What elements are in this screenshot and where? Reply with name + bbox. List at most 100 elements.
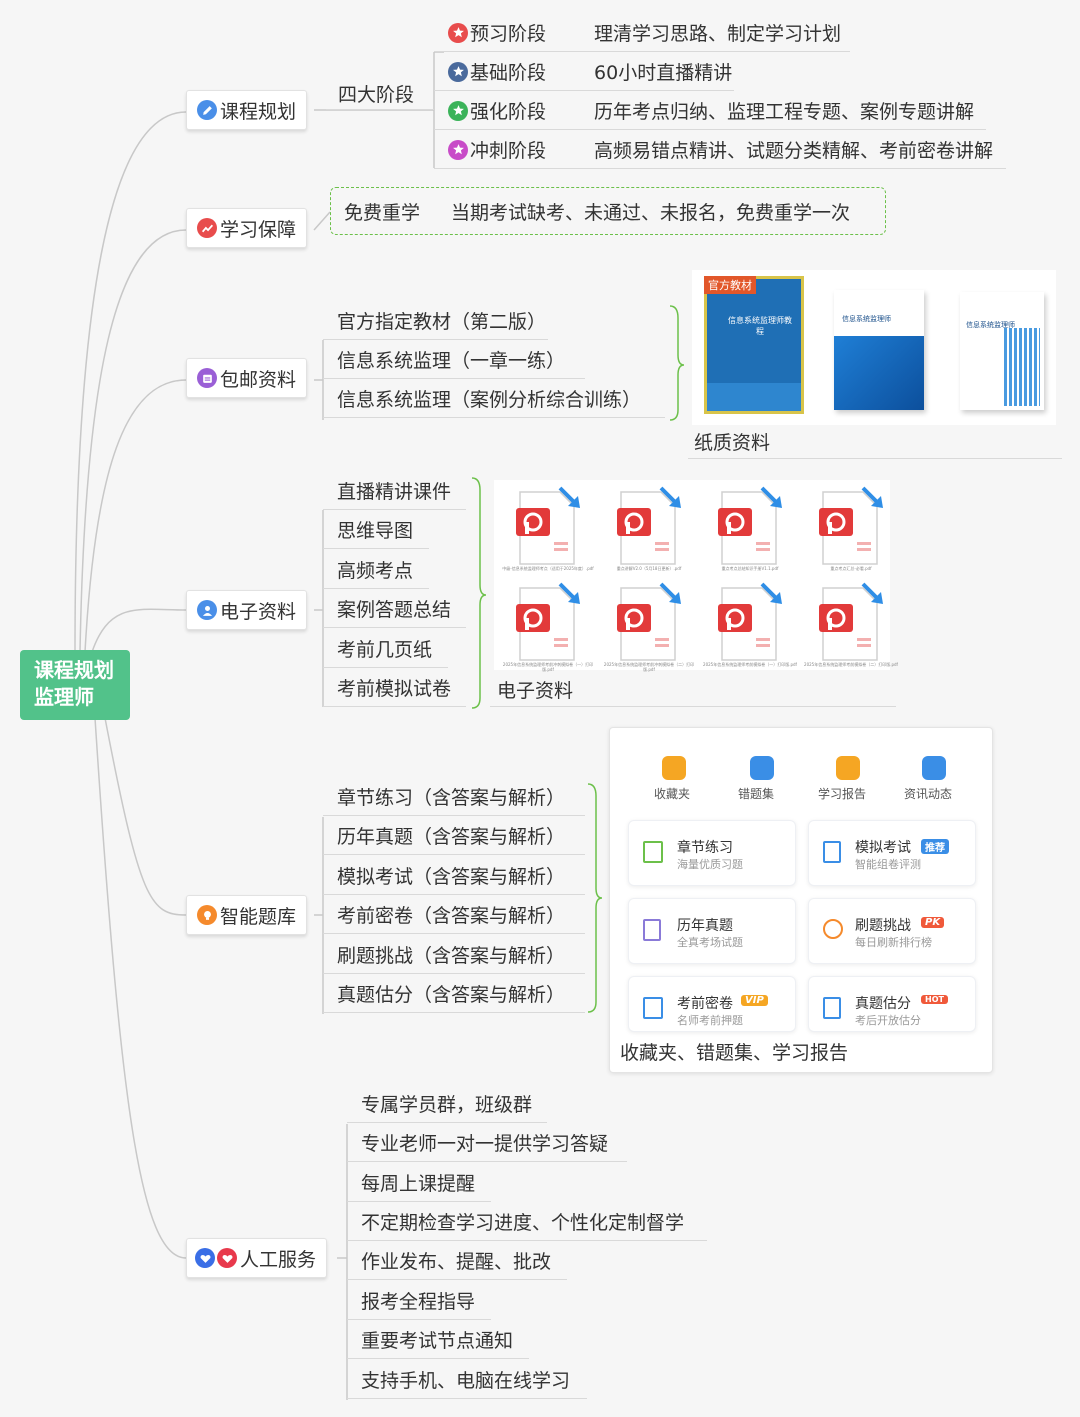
mail-item[interactable]: 官方指定教材（第二版） xyxy=(323,302,548,340)
pdf-file-icon xyxy=(512,486,582,571)
service-item[interactable]: 每周上课提醒 xyxy=(347,1164,491,1202)
digital-item[interactable]: 直播精讲课件 xyxy=(323,472,466,510)
star-folder-icon xyxy=(662,756,686,780)
root-title-line1: 课程规划 xyxy=(34,658,114,682)
stage-row[interactable]: 基础阶段 60小时直播精讲 xyxy=(434,53,734,91)
bulb-icon xyxy=(197,905,217,925)
service-item[interactable]: 报考全程指导 xyxy=(347,1282,491,1320)
service-item[interactable]: 不定期检查学习进度、个性化定制督学 xyxy=(347,1203,707,1241)
stage-row[interactable]: 强化阶段 历年考点归纳、监理工程专题、案例专题讲解 xyxy=(434,92,986,130)
pdf-file-name: 2025年信息系统监理师考前模拟卷（二）打印版.pdf xyxy=(804,662,898,667)
history-icon xyxy=(643,919,661,941)
digital-item[interactable]: 考前几页纸 xyxy=(323,630,448,668)
app-card: 历年真题 全真考场试题 xyxy=(628,898,796,964)
digital-item[interactable]: 考前模拟试卷 xyxy=(323,669,466,707)
branch-label: 电子资料 xyxy=(220,600,297,623)
exam-icon xyxy=(823,841,841,863)
paper-materials-image: 官方教材 信息系统监理师教程 信息系统监理师 信息系统监理师 xyxy=(692,270,1056,425)
pdf-file-name: 2025年信息系统监理师考前冲刺模拟卷（一）打印版.pdf xyxy=(502,662,594,672)
branch-question-bank[interactable]: 智能题库 xyxy=(186,895,308,935)
pdf-file-icon xyxy=(815,582,885,667)
user-icon xyxy=(197,600,217,620)
score-icon xyxy=(823,997,841,1019)
star-icon xyxy=(448,100,468,121)
stage-name: 基础阶段 xyxy=(470,62,547,84)
app-card: 真题估分 HOT 考后开放估分 xyxy=(808,976,976,1032)
book3-title: 信息系统监理师 xyxy=(966,321,1015,329)
book2-title: 信息系统监理师 xyxy=(842,315,891,323)
root-node[interactable]: 课程规划 监理师 xyxy=(20,650,130,720)
branch-label: 智能题库 xyxy=(220,905,297,928)
stage-desc: 理清学习思路、制定学习计划 xyxy=(594,23,842,45)
free-retake-title: 免费重学 xyxy=(344,201,421,224)
service-item[interactable]: 支持手机、电脑在线学习 xyxy=(347,1361,587,1399)
branch-label: 学习保障 xyxy=(220,218,297,241)
root-title-line2: 监理师 xyxy=(34,685,94,709)
branch-digital-materials[interactable]: 电子资料 xyxy=(186,590,308,630)
book1-title: 信息系统监理师教程 xyxy=(728,316,792,336)
question-bank-caption: 收藏夹、错题集、学习报告 xyxy=(620,1042,849,1064)
trend-icon xyxy=(197,218,217,238)
pdf-file-icon xyxy=(613,486,683,571)
bank-item[interactable]: 章节练习（含答案与解析） xyxy=(323,778,585,816)
stage-desc: 历年考点归纳、监理工程专题、案例专题讲解 xyxy=(594,101,975,123)
secret-paper-icon xyxy=(643,997,663,1019)
pdf-file-name: 重点考点总结知识手册V1.1.pdf xyxy=(721,566,779,571)
branch-course-plan[interactable]: 课程规划 xyxy=(186,90,308,130)
pdf-file-name: 重点讲解V2.0（5月18日更新）.pdf xyxy=(616,566,682,571)
free-retake-desc: 当期考试缺考、未通过、未报名，免费重学一次 xyxy=(451,201,851,224)
bank-item[interactable]: 模拟考试（含答案与解析） xyxy=(323,857,585,895)
bank-item[interactable]: 历年真题（含答案与解析） xyxy=(323,817,585,855)
calendar-icon xyxy=(197,368,217,388)
branch-label: 课程规划 xyxy=(220,100,297,123)
handshake-icon xyxy=(195,1248,215,1268)
star-icon xyxy=(448,61,468,82)
report-icon xyxy=(836,756,860,780)
branch-study-guarantee[interactable]: 学习保障 xyxy=(186,208,308,248)
pdf-file-icon xyxy=(613,582,683,667)
stage-desc: 60小时直播精讲 xyxy=(594,62,733,84)
pdf-file-name: 2025年信息系统监理师考前模拟卷（一）打印版.pdf xyxy=(703,662,797,667)
digital-item[interactable]: 思维导图 xyxy=(323,511,429,549)
pdf-file-icon xyxy=(714,582,784,667)
official-badge: 官方教材 xyxy=(704,276,756,294)
service-item[interactable]: 重要考试节点通知 xyxy=(347,1321,529,1359)
stage-name: 强化阶段 xyxy=(470,101,547,123)
mail-item[interactable]: 信息系统监理（案例分析综合训练） xyxy=(323,380,665,418)
branch-mail-materials[interactable]: 包邮资料 xyxy=(186,358,308,398)
pdf-file-name: 重点考点汇总-必看.pdf xyxy=(830,566,872,571)
heart-icon xyxy=(217,1248,237,1268)
bank-item[interactable]: 考前密卷（含答案与解析） xyxy=(323,896,585,934)
branch-human-service[interactable]: 人工服务 xyxy=(186,1238,328,1278)
digital-item[interactable]: 案例答题总结 xyxy=(323,590,466,628)
app-top-label: 收藏夹 xyxy=(654,787,691,801)
service-item[interactable]: 专业老师一对一提供学习答疑 xyxy=(347,1124,627,1162)
stage-row[interactable]: 预习阶段 理清学习思路、制定学习计划 xyxy=(434,14,850,52)
service-item[interactable]: 作业发布、提醒、批改 xyxy=(347,1242,567,1280)
app-top-label: 学习报告 xyxy=(818,787,867,801)
pdf-file-name: 2025年信息系统监理师考前冲刺模拟卷（二）打印版.pdf xyxy=(603,662,695,672)
star-icon xyxy=(448,139,468,160)
service-item[interactable]: 专属学员群，班级群 xyxy=(347,1085,547,1123)
pdf-file-icon xyxy=(512,582,582,667)
branch-label: 人工服务 xyxy=(240,1248,317,1271)
pdf-file-icon xyxy=(815,486,885,571)
stage-row[interactable]: 冲刺阶段 高频易错点精讲、试题分类精解、考前密卷讲解 xyxy=(434,131,1006,169)
medal-icon xyxy=(823,919,843,939)
pdf-file-icon xyxy=(714,486,784,571)
stage-name: 冲刺阶段 xyxy=(470,140,547,162)
star-icon xyxy=(448,22,468,43)
free-retake-box: 免费重学 当期考试缺考、未通过、未报名，免费重学一次 xyxy=(330,187,886,235)
mail-item[interactable]: 信息系统监理（一章一练） xyxy=(323,341,585,379)
pencil-icon xyxy=(197,100,217,120)
bank-item[interactable]: 刷题挑战（含答案与解析） xyxy=(323,936,585,974)
book-cover-official: 官方教材 信息系统监理师教程 xyxy=(704,276,804,414)
app-top-label: 错题集 xyxy=(738,787,775,801)
digital-item[interactable]: 高频考点 xyxy=(323,551,429,589)
branch-label: 包邮资料 xyxy=(220,368,297,391)
app-card: 模拟考试 推荐 智能组卷评测 xyxy=(808,820,976,886)
bank-item[interactable]: 真题估分（含答案与解析） xyxy=(323,975,585,1013)
